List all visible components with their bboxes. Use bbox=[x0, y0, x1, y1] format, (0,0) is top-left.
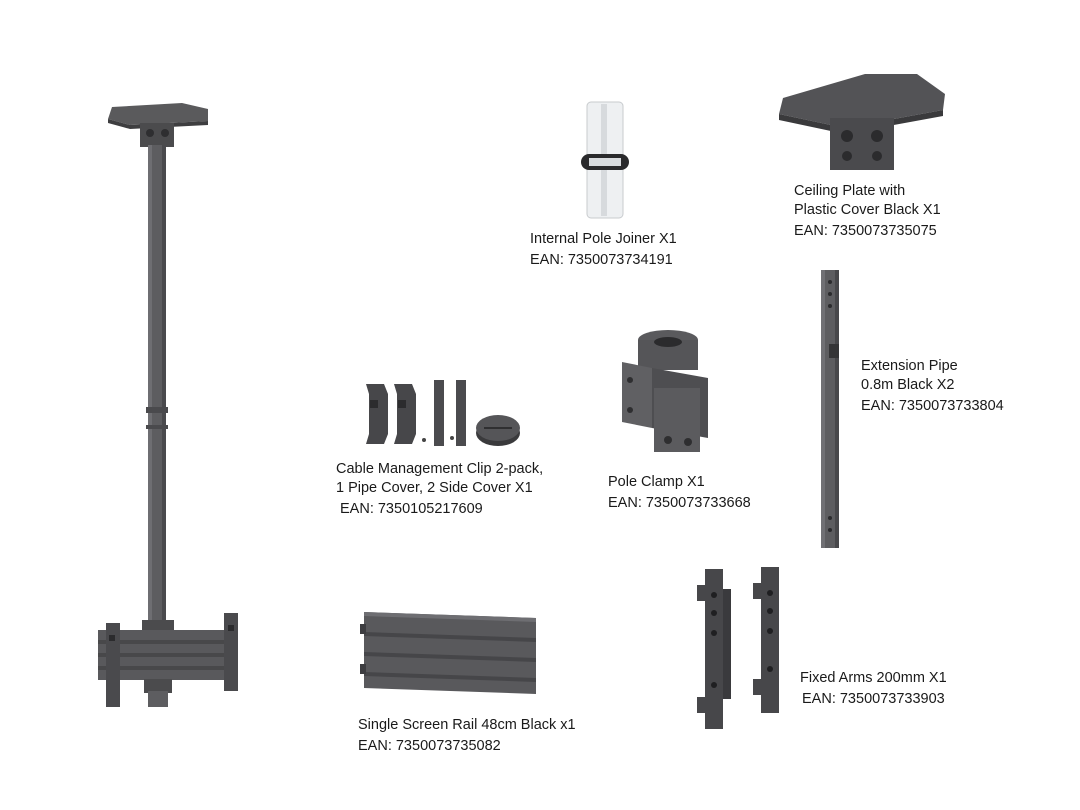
cable-clip-icon bbox=[366, 380, 520, 446]
cable-clip-label: Cable Management Clip 2-pack, 1 Pipe Cov… bbox=[336, 460, 543, 519]
part-name-line-1: Ceiling Plate with bbox=[794, 183, 906, 199]
part-name: Fixed Arms 200mm X1 bbox=[800, 670, 947, 686]
part-name: Pole Clamp X1 bbox=[608, 474, 705, 490]
part-ean: EAN: 7350073733903 bbox=[802, 691, 945, 707]
pole-joiner-icon bbox=[581, 101, 629, 219]
part-name: Single Screen Rail 48cm Black x1 bbox=[358, 717, 576, 733]
screen-rail-icon bbox=[360, 612, 536, 694]
pole-clamp-icon bbox=[622, 330, 708, 452]
extension-pipe-label: Extension Pipe 0.8m Black X2 EAN: 735007… bbox=[861, 357, 1004, 416]
pole-joiner-label: Internal Pole Joiner X1 EAN: 73500737341… bbox=[530, 230, 677, 270]
part-name-line-1: Cable Management Clip 2-pack, bbox=[336, 461, 544, 477]
pole-clamp-label: Pole Clamp X1 EAN: 7350073733668 bbox=[608, 473, 751, 513]
extension-pipe-icon bbox=[821, 270, 839, 548]
part-name-line-1: Extension Pipe bbox=[861, 358, 958, 374]
part-name-line-2: 0.8m Black X2 bbox=[861, 377, 955, 393]
part-ean: EAN: 7350105217609 bbox=[340, 501, 483, 517]
screen-rail-label: Single Screen Rail 48cm Black x1 EAN: 73… bbox=[358, 716, 576, 756]
ceiling-plate-icon bbox=[779, 74, 945, 170]
fixed-arms-label: Fixed Arms 200mm X1 EAN: 7350073733903 bbox=[800, 669, 947, 709]
part-ean: EAN: 7350073734191 bbox=[530, 252, 673, 268]
part-name: Internal Pole Joiner X1 bbox=[530, 231, 677, 247]
part-ean: EAN: 7350073733668 bbox=[608, 495, 751, 511]
part-name-line-2: Plastic Cover Black X1 bbox=[794, 202, 941, 218]
part-name-line-2: 1 Pipe Cover, 2 Side Cover X1 bbox=[336, 480, 533, 496]
assembled-ceiling-mount-icon bbox=[98, 103, 238, 707]
part-ean: EAN: 7350073733804 bbox=[861, 398, 1004, 414]
ceiling-plate-label: Ceiling Plate with Plastic Cover Black X… bbox=[794, 182, 941, 241]
part-ean: EAN: 7350073735082 bbox=[358, 738, 501, 754]
fixed-arms-icon bbox=[697, 567, 779, 729]
part-ean: EAN: 7350073735075 bbox=[794, 223, 937, 239]
